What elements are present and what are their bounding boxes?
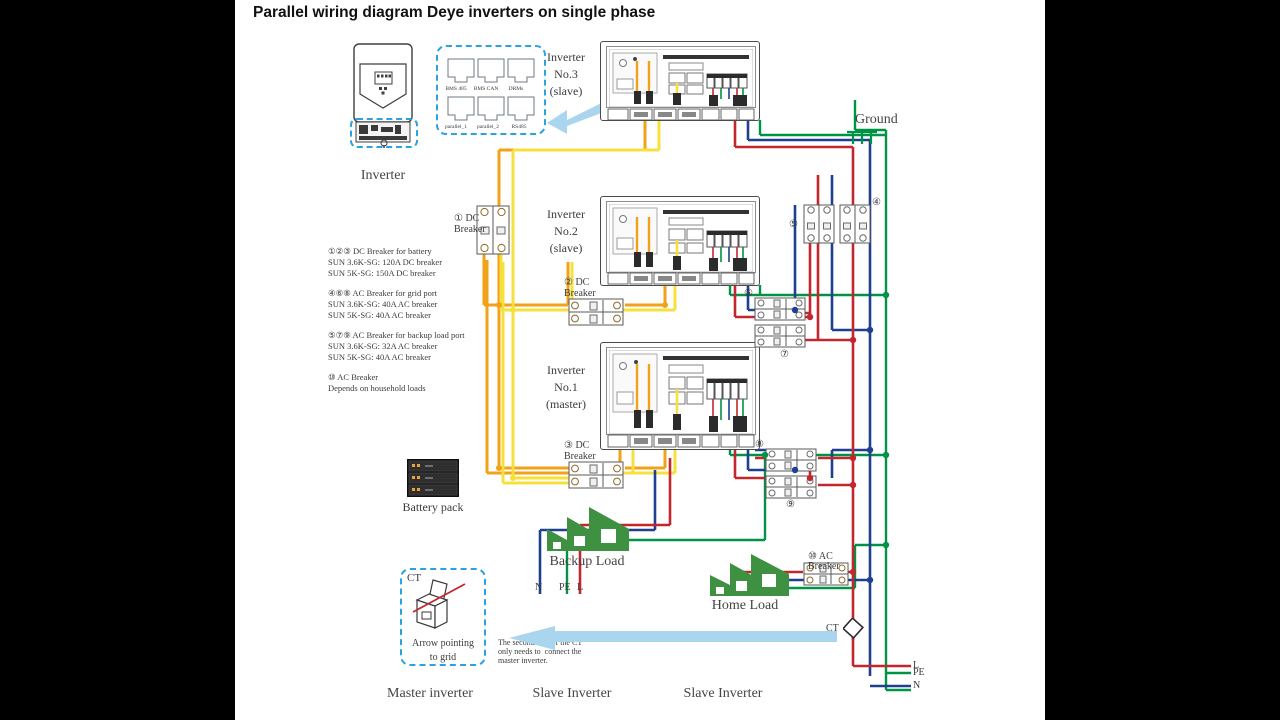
ac-breaker-4-number: ④ [872, 197, 881, 208]
inverter-no1-label-line1: Inverter [547, 363, 585, 377]
backup-load-label: Backup Load [549, 554, 625, 569]
ac-breaker-8 [765, 448, 817, 472]
ct-arrow-note-line2: to grid [429, 652, 457, 663]
dc-breaker-3 [568, 461, 624, 489]
ac-breaker-7-number: ⑦ [780, 349, 789, 360]
port-label-parallel2: parallel_2 [477, 124, 499, 130]
ct-detail-label: CT [407, 572, 422, 584]
bus-label-pe: PE [913, 667, 925, 678]
legend-4-line2: Depends on household loads [328, 383, 426, 393]
dc-breaker-1 [476, 205, 510, 255]
legend-group-4: ⑩ AC Breaker Depends on household loads [328, 372, 518, 394]
battery-pack-illustration [406, 458, 460, 498]
legend-3-line2: SUN 3.6K-SG: 32A AC breaker [328, 341, 438, 351]
dc-breaker-3-label-line1: ③ DC [564, 440, 590, 451]
legend-2-line2: SUN 3.6K-SG: 40A AC breaker [328, 299, 438, 309]
comm-ports-callout [436, 45, 546, 135]
inverter-no3-chassis [600, 41, 760, 121]
ct-note-line3: master inverter. [498, 656, 548, 665]
ac-breaker-5 [803, 204, 835, 244]
ground-label: Ground [855, 112, 898, 127]
inverter-no2-label-line1: Inverter [547, 207, 585, 221]
inverter-unit-label: Inverter [360, 168, 406, 183]
legend-4-line1: ⑩ AC Breaker [328, 372, 379, 382]
dc-breaker-1-label-line1: ① DC [454, 213, 480, 224]
inverter-no1-chassis [600, 342, 760, 450]
legend-1-line3: SUN 5K-SG: 150A DC breaker [328, 268, 436, 278]
ac-breaker-10-label-line1: ⑩ AC [808, 551, 833, 562]
port-label-bmscan: BMS CAN [473, 86, 499, 92]
inverter-no2-chassis [600, 196, 760, 286]
ct-detail-callout [400, 568, 486, 666]
ac-breaker-9-number: ⑨ [786, 499, 795, 510]
bottom-label-master-inverter: Master inverter [387, 686, 473, 701]
junction-dots-layer [496, 291, 890, 584]
inverter-no2-label-line2: No.2 [554, 224, 578, 238]
dc-breaker-1-label-line2: Breaker [454, 224, 486, 235]
ac-breaker-10 [803, 562, 849, 586]
ac-breaker-6-number: ⑥ [744, 288, 753, 299]
port-label-parallel1: parallel_1 [445, 124, 467, 130]
legend-1-line2: SUN 3.6K-SG: 120A DC breaker [328, 257, 443, 267]
legend-2-line3: SUN 5K-SG: 40A AC breaker [328, 310, 431, 320]
inverter-wiring-compartment-highlight [350, 118, 418, 148]
ac-breaker-10-label-line2: Breaker [808, 561, 840, 572]
legend-group-3: ⑤⑦⑨ AC Breaker for backup load port SUN … [328, 330, 518, 363]
backup-load-phase-pe: PE [559, 582, 571, 593]
dc-breaker-3-label-line2: Breaker [564, 451, 596, 462]
legend-2-line1: ④⑥⑧ AC Breaker for grid port [328, 288, 438, 298]
legend-3-line1: ⑤⑦⑨ AC Breaker for backup load port [328, 330, 465, 340]
page-title: Parallel wiring diagram Deye inverters o… [253, 4, 656, 21]
bottom-label-slave-inverter-right: Slave Inverter [683, 686, 763, 701]
inverter-unit-illustration [348, 42, 420, 148]
ct-label-on-line: CT [826, 623, 839, 634]
ct-clamp-on-line [841, 616, 865, 640]
backup-load-phase-n: N [535, 582, 543, 593]
inverter-no2-label-line3: (slave) [549, 241, 583, 255]
ct-note-line2: only needs to connect the [498, 647, 582, 656]
port-label-rs485: RS485 [511, 124, 527, 130]
backup-load-phase-l: L [577, 582, 584, 593]
dc-breaker-2-label-line1: ② DC [564, 277, 590, 288]
inverter-no3-label-line2: No.3 [554, 67, 578, 81]
bus-label-l: L [913, 660, 920, 671]
inverter-no3-label-line3: (slave) [549, 84, 583, 98]
battery-pack-label: Battery pack [402, 500, 464, 514]
ground-symbol [843, 128, 887, 150]
inverter-no3-label-line1: Inverter [547, 50, 585, 64]
legend-3-line3: SUN 5K-SG: 40A AC breaker [328, 352, 431, 362]
bottom-label-slave-inverter-mid: Slave Inverter [532, 686, 612, 701]
legend-group-1: ①②③ DC Breaker for battery SUN 3.6K-SG: … [328, 246, 518, 279]
ac-breaker-5-number: ⑤ [789, 219, 798, 230]
legend-block: ①②③ DC Breaker for battery SUN 3.6K-SG: … [328, 246, 518, 394]
ct-callout-arrow [507, 626, 837, 650]
backup-load-icon [545, 505, 630, 551]
ac-breaker-9 [765, 475, 817, 499]
port-label-bms485: BMS 485 [445, 86, 467, 92]
ac-breaker-4 [839, 204, 871, 244]
comm-ports-group [442, 55, 540, 127]
ct-arrow-note-line1: Arrow pointing [412, 638, 474, 649]
ac-breaker-6 [754, 297, 806, 321]
home-load-label: Home Load [711, 598, 779, 613]
ac-breaker-7 [754, 324, 806, 348]
dc-breaker-2 [568, 298, 624, 326]
port-label-drms: DRMs [508, 86, 524, 92]
legend-1-line1: ①②③ DC Breaker for battery [328, 246, 432, 256]
diagram-canvas: Parallel wiring diagram Deye inverters o… [235, 0, 1045, 720]
inverter-no1-label-line2: No.1 [554, 380, 578, 394]
inverter-no1-label-line3: (master) [546, 397, 586, 411]
dc-breaker-2-label-line2: Breaker [564, 288, 596, 299]
home-load-icon [708, 552, 790, 596]
ct-detail-illustration [411, 578, 477, 634]
bus-label-n: N [913, 680, 921, 691]
ac-breaker-8-number: ⑧ [755, 439, 764, 450]
legend-group-2: ④⑥⑧ AC Breaker for grid port SUN 3.6K-SG… [328, 288, 518, 321]
